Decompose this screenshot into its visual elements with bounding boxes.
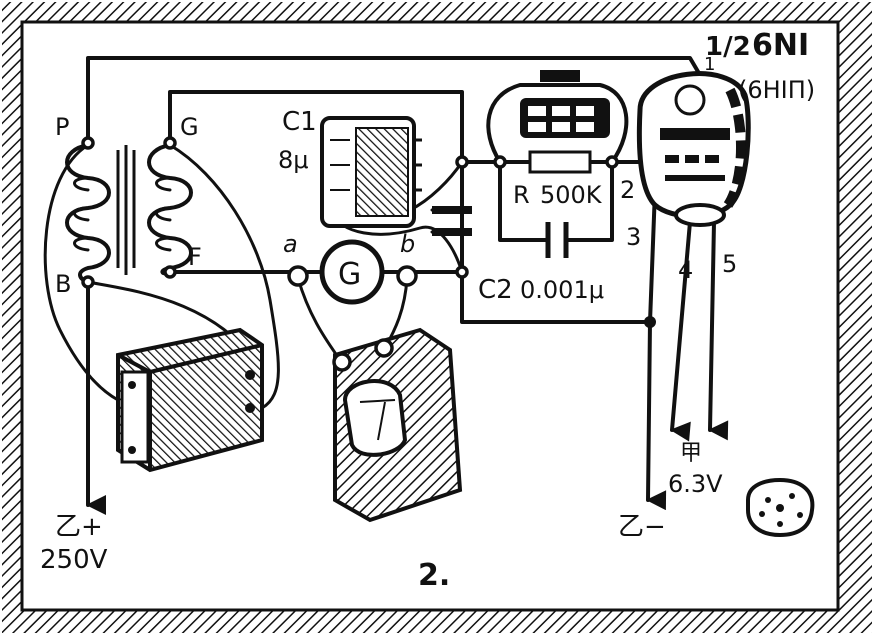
- galvanometer-symbol: G: [338, 257, 361, 292]
- supply-plus-label: 乙+: [55, 512, 103, 542]
- resistor-name: R: [513, 181, 530, 209]
- tube-base-diagram: [746, 477, 815, 538]
- panel-meter: [332, 327, 463, 523]
- tube-name: 6NI: [752, 28, 809, 63]
- label-b: B: [55, 270, 71, 298]
- c2-disc-capacitor: [432, 206, 472, 236]
- c2-value: 0.001μ: [520, 276, 604, 304]
- junction-nodes: [81, 136, 656, 328]
- pin-1-label: 1: [704, 54, 715, 75]
- c1-value: 8μ: [278, 146, 309, 174]
- socket-component: [520, 70, 610, 138]
- supply-minus-label: 乙−: [618, 512, 666, 542]
- vacuum-tube: [636, 71, 751, 227]
- pin-5-label: 5: [722, 250, 737, 278]
- resistor-r: [528, 150, 592, 174]
- c1-capacitor-block: [320, 116, 422, 228]
- supply-plus-voltage: 250V: [40, 545, 108, 575]
- primary-coil: [65, 143, 111, 284]
- figure-number: 2.: [418, 558, 450, 593]
- pin-3-label: 3: [626, 223, 641, 251]
- terminal-b-label: b: [400, 230, 415, 258]
- pin-4-label: 4: [678, 256, 693, 284]
- label-p: P: [55, 113, 69, 141]
- galvanometer: [287, 239, 418, 305]
- heater-voltage: 6.3V: [668, 470, 723, 498]
- tube-alt-name: (6HIП): [738, 76, 815, 104]
- label-f: F: [188, 243, 202, 271]
- resistor-value: 500K: [540, 181, 603, 209]
- terminal-a-label: a: [283, 230, 298, 258]
- transformer-core: [116, 145, 136, 275]
- c1-name: C1: [282, 107, 317, 137]
- output-transformer: [116, 327, 264, 473]
- tube-fraction: 1/2: [705, 32, 751, 62]
- label-g: G: [180, 113, 199, 141]
- c2-capacitor-symbol: [545, 222, 569, 258]
- heater-label: 甲: [680, 441, 702, 466]
- c2-name: C2: [478, 275, 513, 305]
- pin-2-label: 2: [620, 176, 635, 204]
